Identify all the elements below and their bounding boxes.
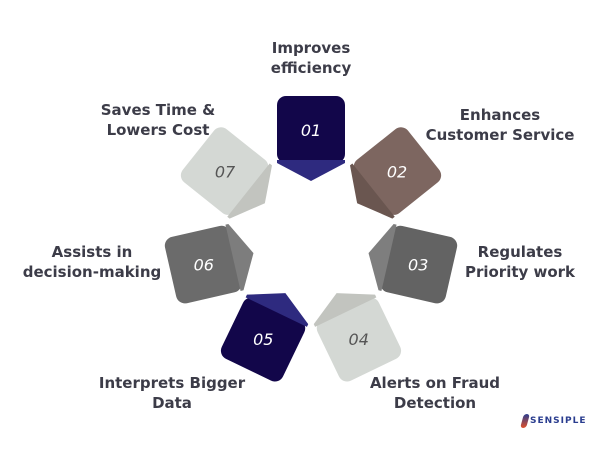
- segment-03: [368, 223, 458, 304]
- segment-number: 06: [194, 255, 214, 274]
- segment-07: [180, 127, 272, 219]
- segment-number: 02: [387, 162, 407, 181]
- segment-fold: [245, 293, 309, 327]
- segment-fold: [227, 163, 272, 219]
- segment-fold: [313, 293, 377, 327]
- segment-number: 07: [215, 162, 236, 181]
- label-03: Regulates Priority work: [464, 243, 576, 281]
- segment-number: 03: [408, 255, 428, 274]
- label-05: Interprets Bigger Data: [98, 374, 246, 412]
- segment-04: [313, 293, 402, 382]
- sensiple-logo: SENSIPLE: [520, 414, 587, 428]
- segment-06: [164, 223, 254, 304]
- segment-05: [220, 293, 309, 382]
- label-02: Enhances Customer Service: [425, 106, 575, 144]
- segment-number: 04: [349, 330, 369, 349]
- label-07: Saves Time & Lowers Cost: [100, 101, 216, 139]
- segment-fold: [350, 163, 395, 219]
- segment-tile: [220, 297, 306, 382]
- segment-tile: [277, 96, 345, 163]
- segment-fold: [277, 160, 345, 181]
- segment-fold: [225, 223, 254, 291]
- label-01: Improves efficiency: [270, 39, 352, 77]
- segment-tile: [316, 297, 402, 382]
- segment-tile: [380, 225, 458, 304]
- logo-text: SENSIPLE: [530, 416, 587, 426]
- segment-number: 05: [253, 330, 273, 349]
- label-06: Assists in decision-making: [22, 243, 162, 281]
- segment-fold: [368, 223, 397, 291]
- segment-01: [277, 96, 345, 181]
- segment-number: 01: [301, 121, 321, 140]
- label-04: Alerts on Fraud Detection: [369, 374, 501, 412]
- logo-mark-icon: [520, 414, 530, 428]
- segment-02: [350, 127, 442, 219]
- segment-tile: [164, 225, 242, 304]
